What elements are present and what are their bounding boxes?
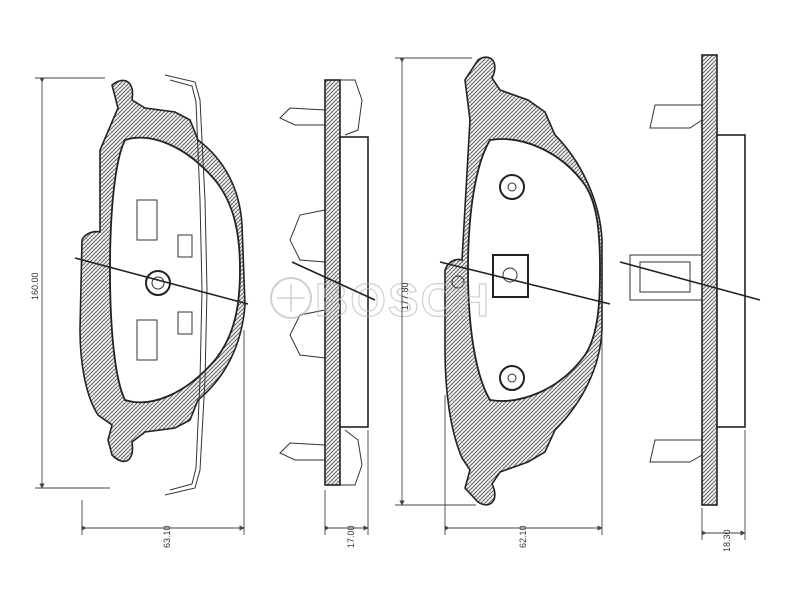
cross-line-rear-side <box>619 261 761 301</box>
dimension-front-height-label: 160.00 <box>30 272 40 300</box>
front-pad-side-view <box>279 79 369 486</box>
rear-pad-face-view <box>444 56 603 506</box>
dimension-rear-height-label: 177.80 <box>400 282 410 310</box>
dimension-front-width-label: 63.10 <box>162 525 172 548</box>
cross-line-front-side <box>291 261 376 301</box>
rear-pad-side-view <box>629 54 746 506</box>
dimension-front-width: 63.10 <box>81 330 245 548</box>
dimension-front-thickness-label: 17.00 <box>346 525 356 548</box>
dimension-front-thickness: 17.00 <box>324 430 369 548</box>
dimension-rear-width-label: 62.10 <box>518 525 528 548</box>
rear-pad-sensor-clip <box>492 254 529 298</box>
cross-line-rear-face <box>439 261 611 305</box>
rear-pad-side-clip <box>629 254 703 301</box>
dimension-rear-thickness: 18.30 <box>701 430 746 552</box>
rear-pad-side-lining <box>716 134 746 428</box>
dimension-rear-width: 62.10 <box>444 335 603 548</box>
rear-pad-hole-upper <box>499 174 525 200</box>
dimension-front-height: 160.00 <box>30 77 110 489</box>
dimension-rear-thickness-label: 18.30 <box>722 529 732 552</box>
front-pad-clip-upper <box>136 199 158 241</box>
watermark-circle-icon <box>270 277 312 319</box>
rear-pad-friction-lining <box>467 138 601 402</box>
rear-pad-side-backing <box>701 54 718 506</box>
rear-pad-hole-lower <box>499 365 525 391</box>
front-pad-spring-clip <box>164 74 208 496</box>
watermark-logo: BOSCH <box>270 273 490 327</box>
front-pad-clip-lower <box>136 319 158 361</box>
front-pad-friction-lining <box>109 136 241 404</box>
front-pad-side-lining <box>339 136 369 428</box>
cross-line-front-face <box>74 257 249 305</box>
front-pad-face-view <box>79 74 246 496</box>
dimension-rear-height: 177.80 <box>395 57 476 506</box>
